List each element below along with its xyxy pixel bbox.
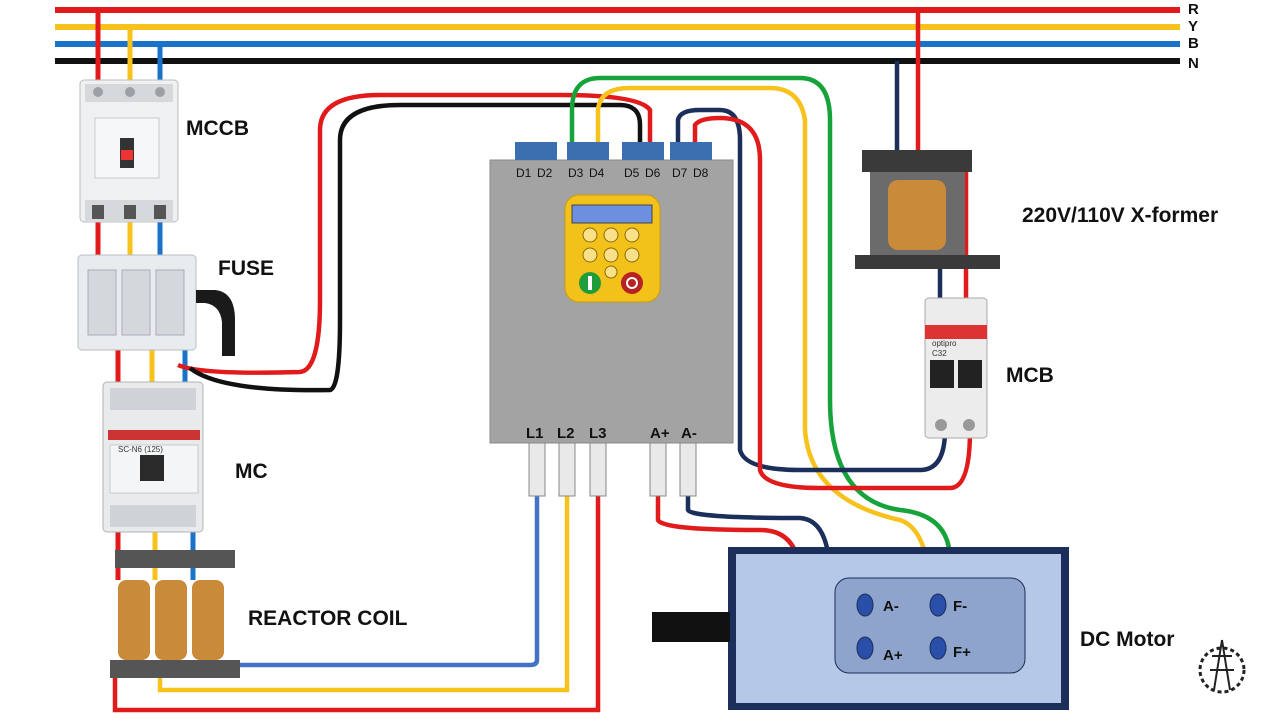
drive-keypad[interactable] (564, 194, 661, 303)
terminal-a-plus: A+ (650, 425, 670, 442)
bus-bars: R Y B N (55, 1, 1199, 72)
motor-terminal-a-minus: A- (883, 598, 899, 615)
terminal-d6: D6 (645, 166, 661, 180)
reactor-coil (110, 550, 240, 678)
top-terminal-blocks[interactable] (515, 142, 712, 160)
bottom-terminal-lugs[interactable] (528, 442, 697, 497)
dc-motor: A- F- A+ F+ (652, 547, 1069, 710)
bus-label-y: Y (1188, 18, 1198, 35)
karigar-logo (1198, 639, 1246, 694)
mcb-brand: optipro (932, 339, 957, 348)
reactor-label: REACTOR COIL (248, 607, 408, 630)
fuse-label: FUSE (218, 257, 274, 280)
terminal-a-minus: A- (681, 425, 697, 442)
terminal-d3: D3 (568, 166, 584, 180)
terminal-d8: D8 (693, 166, 709, 180)
mc-label: MC (235, 460, 268, 483)
motor-label: DC Motor (1080, 628, 1174, 651)
motor-terminal-f-minus: F- (953, 598, 967, 615)
motor-terminal-a-plus: A+ (883, 647, 903, 664)
stop-button[interactable] (621, 272, 643, 294)
terminal-d7: D7 (672, 166, 688, 180)
bus-label-n: N (1188, 55, 1199, 72)
mccb-label: MCCB (186, 117, 249, 140)
fuse-switch[interactable] (77, 254, 235, 356)
contactor[interactable]: SC-N6 (125) (102, 381, 204, 533)
xformer-label: 220V/110V X-former (1022, 204, 1218, 227)
terminal-l1: L1 (526, 425, 544, 442)
mcb-label: MCB (1006, 364, 1054, 387)
terminal-d4: D4 (589, 166, 605, 180)
terminal-l3: L3 (589, 425, 607, 442)
mccb-breaker[interactable] (79, 79, 179, 223)
contactor-model: SC-N6 (125) (118, 445, 163, 454)
bus-label-r: R (1188, 1, 1199, 18)
transformer (855, 150, 1000, 269)
bus-to-mccb-wires (95, 10, 163, 85)
terminal-d2: D2 (537, 166, 553, 180)
terminal-d1: D1 (516, 166, 532, 180)
mcb-rating: C32 (932, 349, 947, 358)
motor-terminal-f-plus: F+ (953, 644, 971, 661)
dc-drive: D1 D2 D3 D4 D5 D6 D7 D8 L1 L2 L3 A+ A- (489, 142, 734, 444)
control-wires (177, 75, 973, 655)
mcb-breaker[interactable]: optipro C32 (924, 297, 988, 439)
terminal-l2: L2 (557, 425, 575, 442)
terminal-d5: D5 (624, 166, 640, 180)
bus-label-b: B (1188, 35, 1199, 52)
